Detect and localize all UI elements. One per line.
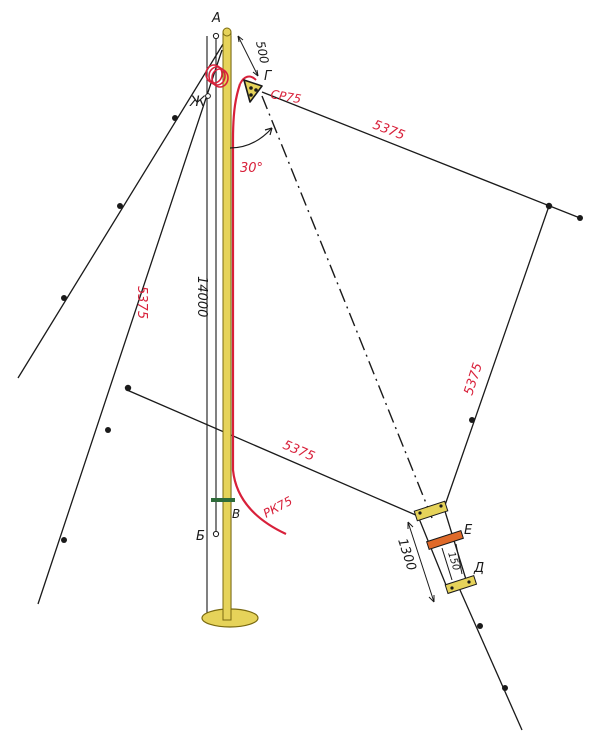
label-point-zh: Ж [189, 94, 206, 110]
guy-line-left-outer [17, 35, 229, 379]
label-cable-upper: СР75 [269, 87, 302, 106]
label-dimension-14000: 14000 [194, 276, 209, 317]
label-dimension-150: 150 [445, 551, 461, 573]
label-guy-middle: 5375 [280, 438, 316, 465]
element-top-bar [413, 500, 449, 522]
guy-dot [117, 203, 123, 209]
guy-dot [477, 623, 483, 629]
guy-dot [469, 417, 475, 423]
guy-dot [124, 384, 132, 392]
label-guy-left: 5375 [134, 286, 149, 319]
mast-clamp-band [211, 498, 235, 502]
dimension-500 [237, 35, 259, 77]
guy-dot [577, 215, 583, 221]
guy-dot [61, 537, 67, 543]
label-point-v: В [232, 507, 240, 521]
label-point-b: Б [196, 529, 205, 544]
antenna-element [413, 500, 478, 595]
coax-cable [231, 83, 287, 535]
coax-cable-upper [239, 75, 257, 85]
point-a-marker [212, 32, 220, 40]
point-b-marker [212, 530, 220, 538]
guy-line-lower-right [459, 589, 523, 731]
label-guy-right: 5375 [462, 361, 486, 397]
label-point-d: Д [473, 561, 484, 576]
guy-line-upper-right [261, 91, 581, 219]
guy-lines [17, 35, 581, 731]
label-point-a: А [211, 11, 221, 26]
guy-dot [172, 115, 178, 121]
guy-line-dots [61, 115, 583, 691]
label-cable-lower: РК75 [261, 494, 295, 521]
mast-top-cap [222, 27, 232, 37]
pulley-block [243, 79, 263, 103]
cable-coil [205, 64, 229, 88]
point-zh-marker [205, 93, 211, 99]
mast [222, 31, 232, 621]
guy-line-middle [126, 389, 419, 517]
angle-arc [229, 127, 273, 149]
angle-arrow [264, 127, 273, 136]
label-point-e: Е [464, 523, 473, 538]
guy-dot [61, 295, 67, 301]
guy-dot [545, 202, 553, 210]
dimension-150 [441, 543, 463, 581]
label-guy-upper-right: 5375 [371, 118, 407, 144]
dash-dot-line [261, 95, 433, 519]
element-middle-bar [426, 530, 464, 550]
label-point-g: Г [264, 69, 273, 84]
guy-line-left-inner [37, 49, 223, 605]
label-angle: 30° [240, 161, 263, 176]
label-dimension-500: 500 [253, 40, 272, 66]
guy-dot [502, 685, 508, 691]
guy-dot [105, 427, 111, 433]
dimension-1300 [407, 521, 435, 603]
guy-line-right-vertical [443, 205, 550, 509]
